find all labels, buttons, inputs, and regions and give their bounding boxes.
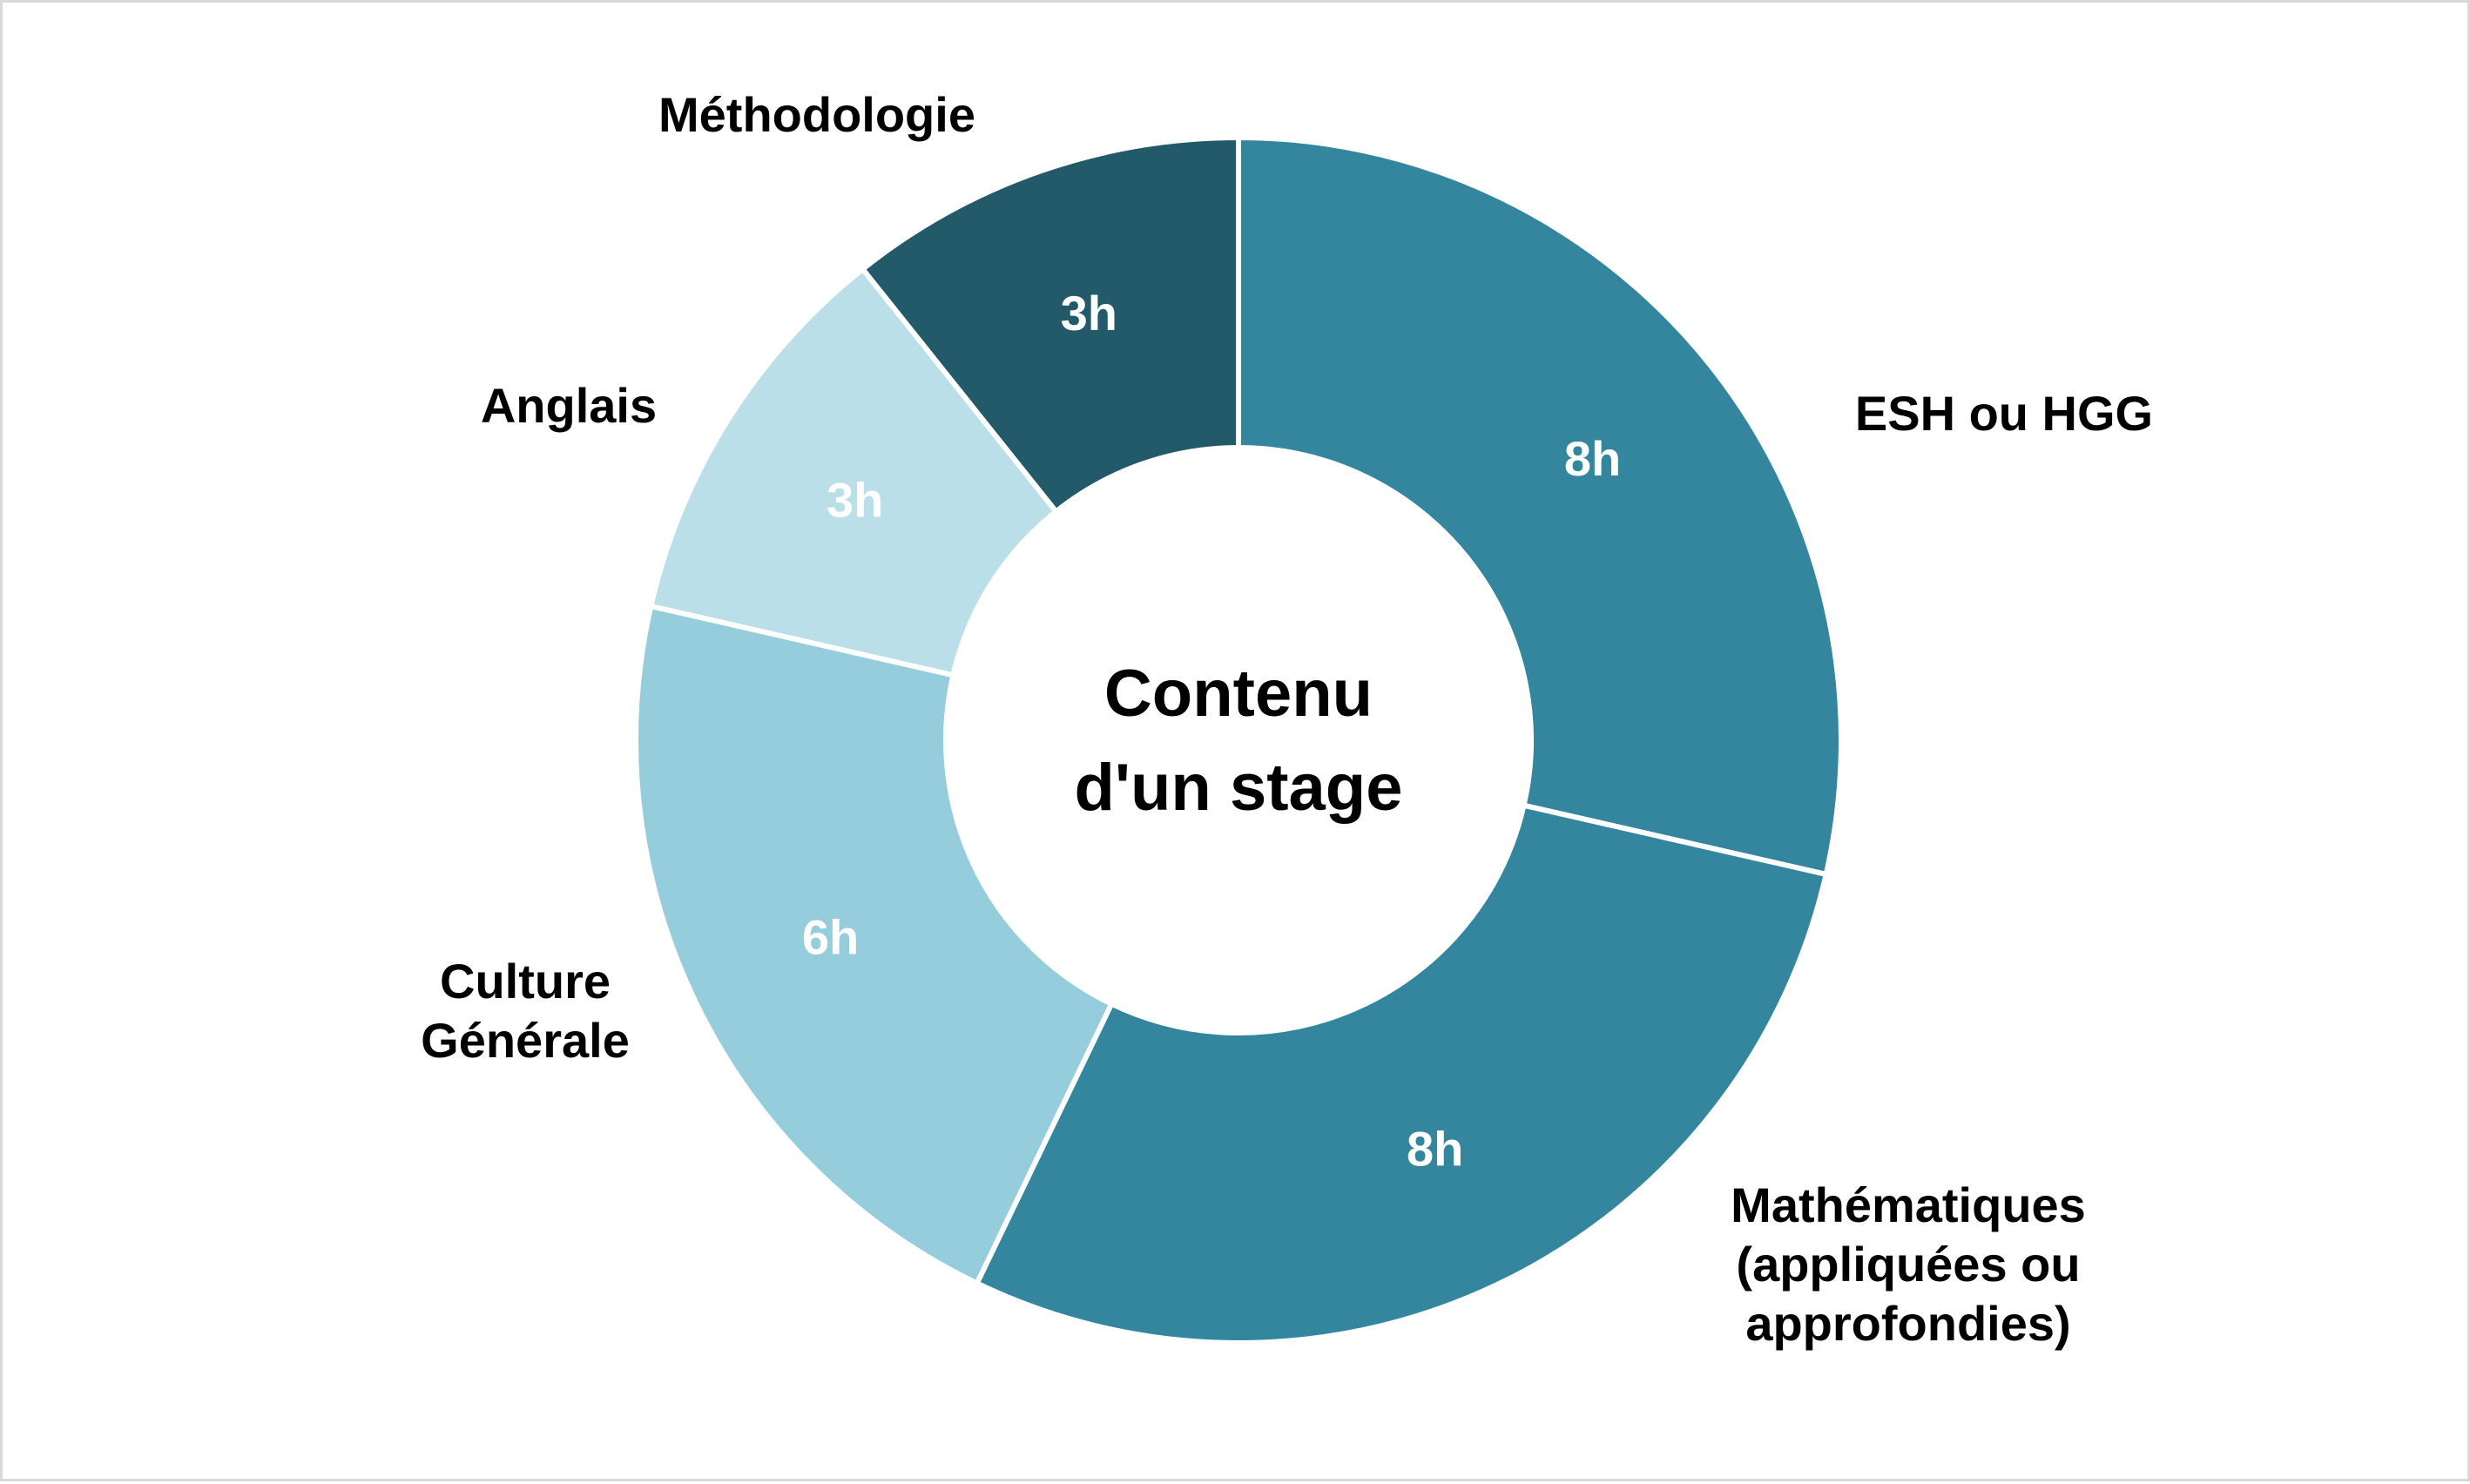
donut-slice: [1236, 134, 1844, 878]
center-label: Contenu d'un stage: [1075, 657, 1403, 825]
donut-slice: [859, 134, 1241, 516]
slice-value-label: 3h: [1061, 286, 1117, 341]
center-label-line: d'un stage: [1075, 751, 1403, 825]
category-label-line: Générale: [421, 1013, 630, 1068]
slice-category-label: Anglais: [481, 378, 657, 433]
donut-slice: [973, 802, 1830, 1346]
slice-value-label: 8h: [1407, 1122, 1463, 1177]
donut-slice: [647, 265, 1060, 678]
category-label-line: ESH ou HGG: [1855, 386, 2153, 441]
donut-slices: [633, 134, 1844, 1346]
category-label-line: Culture: [440, 954, 611, 1008]
donut-chart: 8h 8h 6h 3h 3h ESH ou HGG Mathématiques(appli…: [421, 87, 2153, 1351]
category-label-line: Méthodologie: [658, 87, 975, 142]
center-label-line: Contenu: [1104, 657, 1373, 731]
slice-category-label: ESH ou HGG: [1855, 386, 2153, 441]
donut-slice: [633, 603, 1116, 1287]
slice-value-label: 8h: [1564, 431, 1621, 486]
slice-value-label: 3h: [827, 472, 883, 527]
slice-category-label: Méthodologie: [658, 87, 975, 142]
category-label-line: Mathématiques: [1731, 1177, 2086, 1232]
slice-value-label: 6h: [802, 910, 859, 965]
value-labels: 8h 8h 6h 3h 3h: [802, 286, 1621, 1176]
category-label-line: (appliquées ou: [1736, 1237, 2080, 1292]
category-label-line: approfondies): [1745, 1296, 2070, 1351]
category-label-line: Anglais: [481, 378, 657, 433]
